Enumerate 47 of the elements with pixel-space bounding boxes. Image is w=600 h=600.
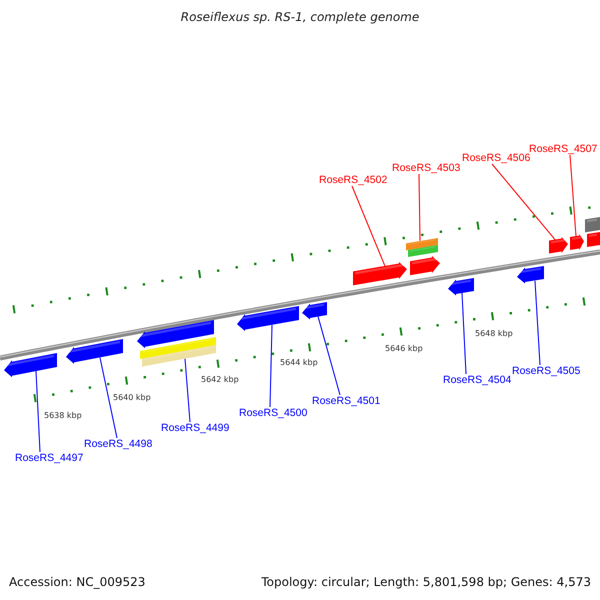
feature-bar	[142, 345, 216, 367]
leader-line	[270, 324, 272, 408]
feature-bar	[408, 244, 438, 257]
scale-label: 5646 kbp	[385, 344, 423, 354]
leader-line	[570, 154, 576, 237]
gene-feature	[4, 352, 57, 378]
gene-feature	[353, 262, 407, 286]
gene-feature	[448, 278, 474, 296]
gene-feature	[517, 266, 544, 284]
gene-label: RoseRS_4504	[443, 374, 512, 386]
feature-bar	[140, 337, 216, 360]
scale-label: 5638 kbp	[44, 411, 82, 421]
leader-line	[462, 292, 466, 374]
scale-label: 5644 kbp	[280, 358, 318, 368]
leader-line	[352, 186, 386, 267]
gene-feature	[237, 306, 299, 332]
gene-block	[587, 232, 600, 248]
gene-label: RoseRS_4503	[392, 162, 460, 174]
gene-label: RoseRS_4498	[84, 438, 152, 450]
gene-label: RoseRS_4499	[161, 422, 230, 434]
gene-feature	[302, 302, 327, 320]
leader-line	[318, 316, 340, 396]
gene-label: RoseRS_4502	[319, 174, 388, 186]
scale-label: 5640 kbp	[113, 393, 151, 403]
gene-feature	[66, 339, 123, 364]
gene-label: RoseRS_4497	[15, 452, 84, 464]
scale-label: 5648 kbp	[475, 329, 513, 339]
gene-label: RoseRS_4506	[462, 152, 530, 164]
gene-feature	[137, 320, 214, 349]
leader-line	[184, 358, 190, 422]
gene-feature	[549, 237, 568, 254]
gene-feature	[570, 234, 584, 250]
leader-line	[100, 357, 118, 438]
leader-line	[36, 370, 40, 452]
gene-label: RoseRS_4507	[529, 143, 598, 155]
genome-summary: Topology: circular; Length: 5,801,598 bp; Genes: 4,573	[261, 575, 591, 589]
scale-label: 5642 kbp	[201, 375, 239, 385]
feature-bar	[406, 238, 438, 250]
gene-label: RoseRS_4505	[512, 365, 580, 377]
gene-block	[585, 217, 600, 233]
title: Roseiflexus sp. RS-1, complete genome	[180, 10, 420, 24]
gene-label: RoseRS_4501	[312, 395, 380, 407]
leader-line	[492, 164, 556, 240]
gene-label: RoseRS_4500	[239, 407, 308, 419]
leader-line	[534, 280, 540, 366]
gene-feature	[410, 256, 440, 275]
accession-text: Accession: NC_009523	[9, 575, 146, 589]
